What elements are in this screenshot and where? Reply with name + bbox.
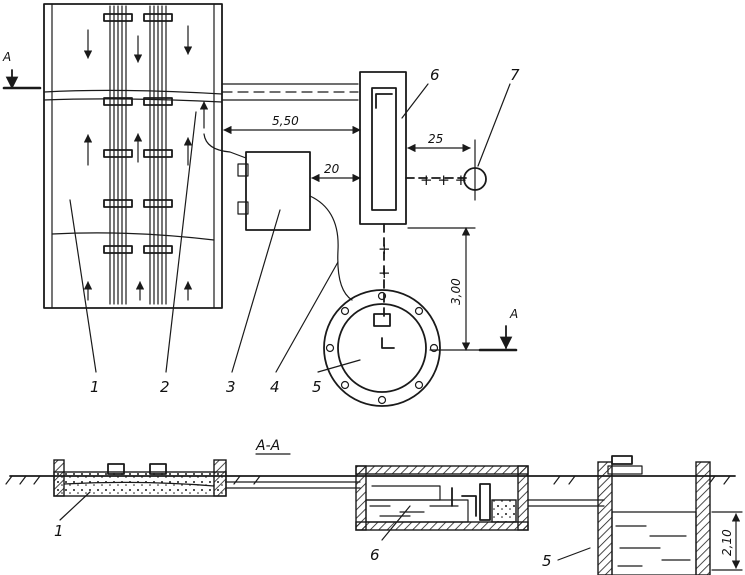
section-pipe-2 bbox=[527, 499, 605, 507]
dimension-210: 2,10 bbox=[711, 511, 743, 571]
filter-divider-top bbox=[43, 89, 223, 95]
section-mark-letter: A bbox=[2, 50, 11, 64]
section-label-1: 1 bbox=[54, 522, 64, 540]
flow-arrows bbox=[83, 25, 209, 301]
well-5 bbox=[323, 289, 441, 407]
cable-4 bbox=[309, 195, 353, 301]
unit-3 bbox=[203, 133, 311, 231]
dim-25-text: 25 bbox=[428, 132, 443, 146]
dim-550-text: 5,50 bbox=[272, 114, 299, 128]
label-part-6: 6 bbox=[430, 66, 440, 84]
section-well-5 bbox=[557, 455, 711, 575]
tank-6 bbox=[359, 71, 407, 225]
label-part-1: 1 bbox=[90, 378, 100, 396]
filter-divider-top-2 bbox=[43, 98, 223, 103]
section-label-6: 6 bbox=[370, 546, 380, 564]
filter-block bbox=[43, 3, 223, 309]
filter-divider-bottom bbox=[51, 232, 215, 241]
dimension-25: 25 bbox=[407, 132, 471, 153]
section-label-5: 5 bbox=[542, 552, 552, 570]
section-tank-6 bbox=[355, 465, 529, 541]
section-mark-left: A bbox=[2, 50, 42, 90]
pipe-bundle-left bbox=[103, 5, 133, 305]
label-part-4: 4 bbox=[270, 378, 280, 396]
device-7-line: + + + bbox=[405, 171, 467, 189]
section-filter bbox=[53, 459, 227, 521]
leaders bbox=[69, 83, 511, 373]
plus-v1: + bbox=[378, 240, 391, 258]
section-title: A-A bbox=[255, 438, 280, 454]
section-mark-letter-right: A bbox=[509, 307, 518, 321]
dimension-300: 3,00 bbox=[407, 227, 476, 351]
pipe-bundle-right bbox=[143, 5, 173, 305]
dimension-550: 5,50 bbox=[223, 114, 361, 135]
label-part-5: 5 bbox=[312, 378, 322, 396]
device-7 bbox=[463, 139, 487, 201]
section-pipe-1 bbox=[225, 481, 361, 489]
outlet-pipe bbox=[221, 83, 359, 101]
dim-300-text: 3,00 bbox=[449, 278, 463, 305]
dim-20-text: 20 bbox=[324, 162, 340, 176]
pipe-6-to-5: + + bbox=[378, 223, 391, 317]
section-mark-right: A bbox=[429, 307, 518, 352]
label-part-7: 7 bbox=[510, 66, 520, 84]
label-part-3: 3 bbox=[226, 378, 236, 396]
plus-v2: + bbox=[378, 264, 391, 282]
dim-210-text: 2,10 bbox=[720, 529, 734, 556]
plus-line-horizontal: + + + bbox=[420, 171, 467, 189]
dimension-20: 20 bbox=[311, 162, 361, 183]
filter-outline bbox=[43, 3, 223, 309]
label-part-2: 2 bbox=[160, 378, 170, 396]
